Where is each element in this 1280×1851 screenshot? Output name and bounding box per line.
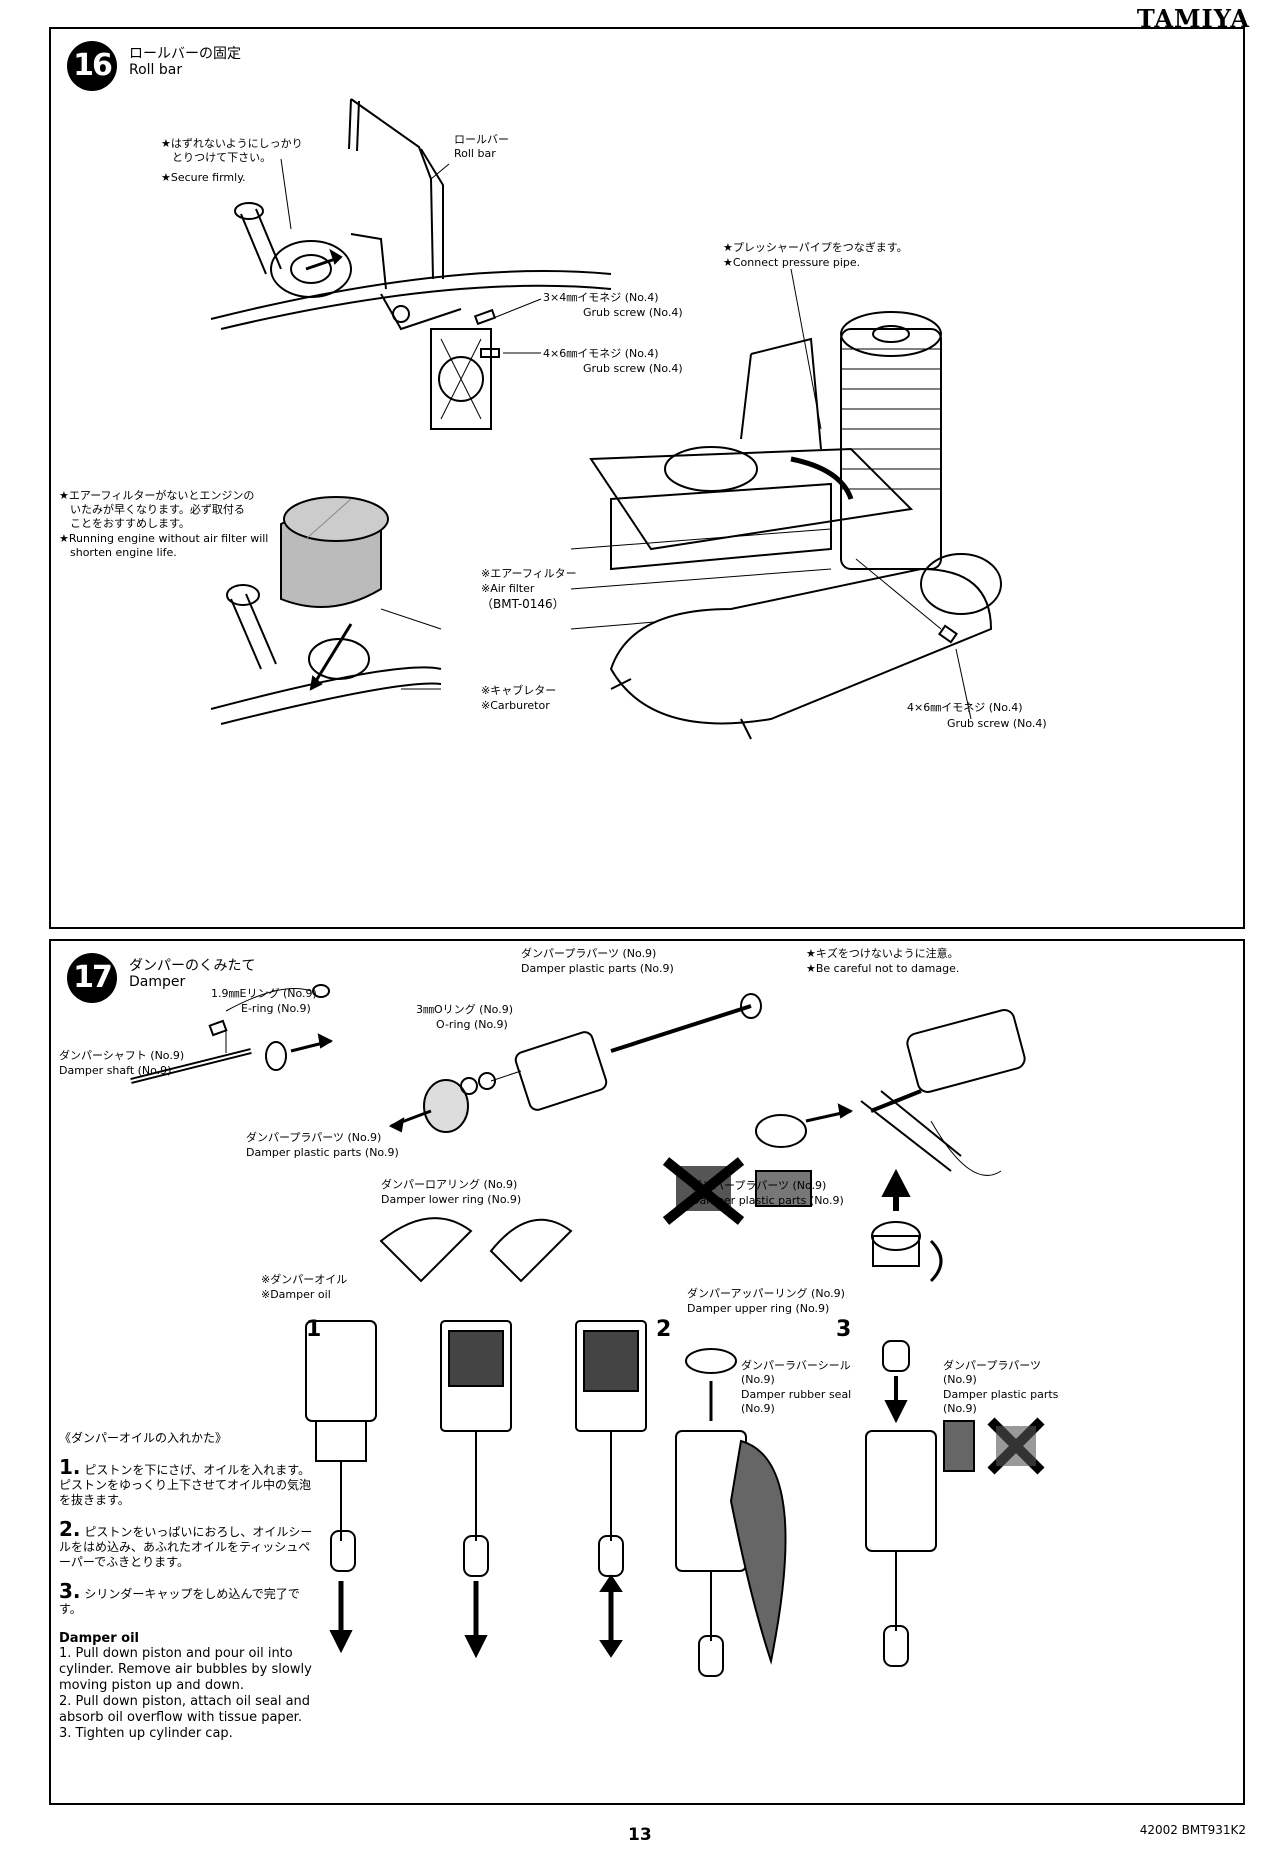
label-pressure-jp: ★プレッシャーパイプをつなぎます。 bbox=[723, 241, 908, 254]
label-upperring-jp: ダンパーアッパーリング (No.9) bbox=[687, 1287, 845, 1300]
label-careful-jp: ★キズをつけないように注意。 bbox=[806, 947, 959, 960]
instr-num-2: 2. bbox=[59, 1517, 81, 1541]
label-secure-jp: ★はずれないようにしっかり とりつけて下さい。 bbox=[161, 137, 303, 164]
sub-step-2: 2 bbox=[656, 1317, 672, 1342]
roll-bar-illustration bbox=[210, 98, 1002, 740]
label-plastic1-en: Damper plastic parts (No.9) bbox=[246, 1146, 399, 1159]
label-shaft-jp: ダンパーシャフト (No.9) bbox=[59, 1049, 185, 1062]
instr-step-3-jp: シリンダーキャップをしめ込んで完了です。 bbox=[59, 1587, 300, 1616]
label-carb-jp: ※キャブレター bbox=[481, 684, 557, 697]
instr-step-1-jp: ピストンを下にさげ、オイルを入れます。ピストンをゆっくり上下させてオイル中の気泡… bbox=[59, 1463, 312, 1507]
label-rollbar-jp: ロールバー bbox=[454, 133, 509, 146]
label-plastic3-jp: ダンパープラパーツ (No.9) bbox=[691, 1179, 827, 1192]
label-grub1-en: Grub screw (No.4) bbox=[583, 306, 683, 319]
step-title-jp: ロールバーの固定 bbox=[129, 46, 241, 62]
label-airfilter-note-en: ★Running engine without air filter will … bbox=[59, 532, 269, 559]
label-plastic1-jp: ダンパープラパーツ (No.9) bbox=[246, 1131, 382, 1144]
label-rubberseal-jp: ダンパーラバーシール (No.9) bbox=[741, 1359, 851, 1386]
label-grub3-jp: 4×6㎜イモネジ (No.4) bbox=[907, 701, 1023, 714]
instr-heading-en: Damper oil bbox=[59, 1631, 140, 1646]
label-pressure-en: ★Connect pressure pipe. bbox=[723, 256, 861, 269]
label-airfilter-en: ※Air filter bbox=[481, 582, 535, 595]
label-plastic3-en: Damper plastic parts (No.9) bbox=[691, 1194, 844, 1207]
damper-illustration bbox=[130, 984, 1045, 1677]
step-title-en: Roll bar bbox=[129, 62, 183, 78]
instr-num-1: 1. bbox=[59, 1455, 81, 1479]
label-careful-en: ★Be careful not to damage. bbox=[806, 962, 960, 975]
step-title-en: Damper bbox=[129, 974, 186, 990]
footer-code: 42002 BMT931K2 bbox=[1139, 1823, 1246, 1837]
label-ering-jp: 1.9㎜Eリング (No.9) bbox=[211, 987, 317, 1000]
label-plastic4-en: Damper plastic parts (No.9) bbox=[943, 1388, 1059, 1415]
page-number: 13 bbox=[628, 1825, 652, 1845]
label-rubberseal-en: Damper rubber seal (No.9) bbox=[741, 1388, 852, 1415]
step-number: 17 bbox=[67, 953, 117, 1003]
instr-heading-jp: 《ダンパーオイルの入れかた》 bbox=[59, 1431, 228, 1445]
label-airfilter-code: （BMT-0146） bbox=[481, 597, 565, 611]
label-lowerring-jp: ダンパーロアリング (No.9) bbox=[381, 1178, 518, 1191]
label-grub2-en: Grub screw (No.4) bbox=[583, 362, 683, 375]
instr-step-2-jp: ピストンをいっぱいにおろし、オイルシールをはめ込み、あふれたオイルをティッシュペ… bbox=[59, 1525, 313, 1569]
label-plastic2-en: Damper plastic parts (No.9) bbox=[521, 962, 674, 975]
label-oil-en: ※Damper oil bbox=[261, 1288, 331, 1301]
label-plastic2-jp: ダンパープラパーツ (No.9) bbox=[521, 947, 657, 960]
step-16-panel: 16 ロールバーの固定 Roll bar bbox=[49, 27, 1245, 929]
label-grub2-jp: 4×6㎜イモネジ (No.4) bbox=[543, 347, 659, 360]
label-plastic4-jp: ダンパープラパーツ (No.9) bbox=[943, 1359, 1042, 1386]
sub-step-1: 1 bbox=[306, 1317, 322, 1342]
label-lowerring-en: Damper lower ring (No.9) bbox=[381, 1193, 522, 1206]
instr-body-en: 1. Pull down piston and pour oil into cy… bbox=[59, 1646, 312, 1741]
label-grub3-en: Grub screw (No.4) bbox=[947, 717, 1047, 730]
step-number: 16 bbox=[67, 41, 117, 91]
step-17-panel: 17 ダンパーのくみたて Damper bbox=[49, 939, 1245, 1805]
label-grub1-jp: 3×4㎜イモネジ (No.4) bbox=[543, 291, 659, 304]
step-title-jp: ダンパーのくみたて bbox=[129, 958, 256, 974]
label-upperring-en: Damper upper ring (No.9) bbox=[687, 1302, 830, 1315]
label-airfilter-note-jp: ★エアーフィルターがないとエンジンの いたみが早くなります。必ず取付る ことをお… bbox=[59, 489, 255, 530]
label-secure-en: ★Secure firmly. bbox=[161, 171, 246, 184]
label-oring-en: O-ring (No.9) bbox=[436, 1018, 508, 1031]
label-oil-jp: ※ダンパーオイル bbox=[261, 1273, 348, 1286]
label-rollbar-en: Roll bar bbox=[454, 147, 496, 160]
label-ering-en: E-ring (No.9) bbox=[241, 1002, 311, 1015]
sub-step-3: 3 bbox=[836, 1317, 852, 1342]
instr-num-3: 3. bbox=[59, 1579, 81, 1603]
label-carb-en: ※Carburetor bbox=[481, 699, 550, 712]
label-shaft-en: Damper shaft (No.9) bbox=[59, 1064, 172, 1077]
label-airfilter-jp: ※エアーフィルター bbox=[481, 567, 577, 580]
oil-instructions: 《ダンパーオイルの入れかた》 1. ピストンを下にさげ、オイルを入れます。ピスト… bbox=[59, 1431, 319, 1742]
label-oring-jp: 3㎜Oリング (No.9) bbox=[416, 1003, 513, 1016]
